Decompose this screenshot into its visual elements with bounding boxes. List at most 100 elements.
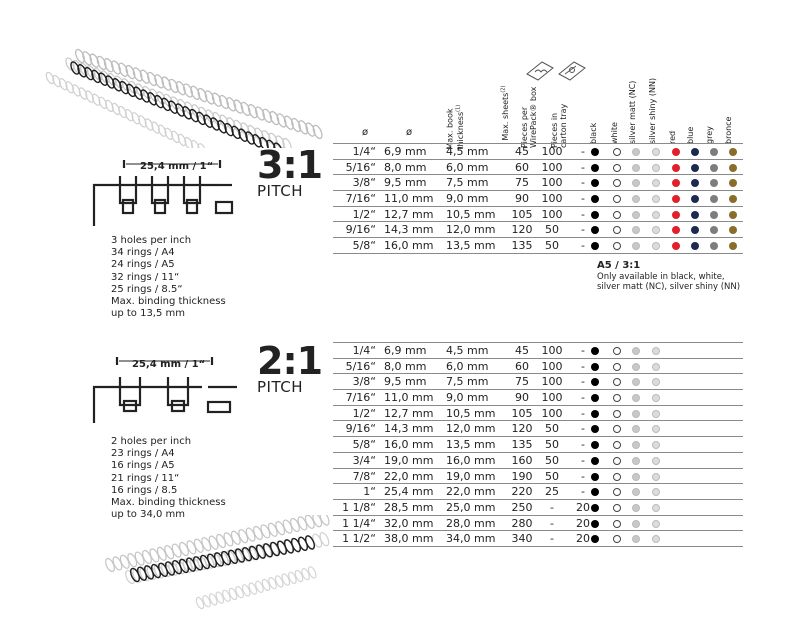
color-dot-grey [710, 242, 718, 251]
pieces-in-tray-cell: - [581, 176, 585, 190]
pieces-in-tray-cell: - [581, 344, 585, 357]
color-dot-silver-matt [632, 179, 640, 188]
color-dot-white [613, 472, 621, 481]
color-dot-red [672, 226, 680, 235]
color-dot-silver-matt [632, 226, 640, 235]
color-dot-bronce [729, 179, 737, 188]
color-dot-black [591, 535, 599, 544]
pitch-2-1-ratio: 2:1 [257, 339, 323, 383]
pieces-in-tray-cell: - [581, 375, 585, 389]
diameter-inch-cell: 9/16“ [345, 422, 376, 436]
max-sheets-cell: 280 [511, 516, 533, 530]
color-dot-silver-matt [632, 472, 640, 481]
max-book-thickness-cell: 4,5 mm [446, 344, 489, 357]
pieces-per-wirepack-cell: 100 [541, 375, 563, 389]
color-dot-silver-matt [632, 535, 640, 544]
color-dot-black [591, 472, 599, 481]
color-dot-red [672, 179, 680, 188]
diameter-mm-cell: 8,0 mm [384, 359, 427, 373]
pieces-per-wirepack-cell: 100 [541, 359, 563, 373]
color-dot-white [613, 179, 621, 188]
diameter-mm-cell: 38,0 mm [384, 532, 434, 546]
color-dot-silver-shiny [652, 394, 660, 403]
color-dot-black [591, 488, 599, 497]
color-dot-bronce [729, 148, 737, 156]
color-dot-white [613, 210, 621, 219]
pieces-in-tray-cell: - [581, 391, 585, 405]
pieces-per-wirepack-cell: - [550, 516, 554, 530]
color-dot-black [591, 210, 599, 219]
diameter-inch-cell: 1 1/2“ [342, 532, 376, 546]
color-dot-silver-matt [632, 488, 640, 497]
color-dot-silver-matt [632, 456, 640, 465]
color-dot-silver-matt [632, 210, 640, 219]
diameter-mm-cell: 11,0 mm [384, 192, 434, 206]
wire-binding-product-image-top [45, 48, 323, 148]
color-dot-bronce [729, 226, 737, 235]
color-dot-black [591, 148, 599, 156]
color-dot-red [672, 242, 680, 251]
pieces-per-wirepack-cell: 25 [545, 485, 559, 499]
color-dot-black [591, 519, 599, 528]
header-color-black: black [589, 122, 598, 144]
color-dot-silver-shiny [652, 148, 660, 156]
max-sheets-cell: 220 [511, 485, 533, 499]
max-book-thickness-cell: 10,5 mm [446, 207, 496, 221]
color-dot-bronce [729, 195, 737, 204]
diameter-mm-icon: ø [406, 127, 413, 138]
diameter-mm-cell: 12,7 mm [384, 207, 434, 221]
diameter-mm-cell: 16,0 mm [384, 239, 434, 253]
max-sheets-cell: 60 [515, 359, 529, 373]
diameter-inch-cell: 1/2“ [352, 406, 376, 420]
diameter-mm-cell: 11,0 mm [384, 391, 434, 405]
max-sheets-cell: 250 [511, 500, 533, 514]
diameter-inch-cell: 1 1/8“ [342, 500, 376, 514]
diameter-mm-cell: 19,0 mm [384, 453, 434, 467]
pieces-per-wirepack-cell: 100 [541, 406, 563, 420]
color-dot-white [613, 394, 621, 403]
max-book-thickness-cell: 9,0 mm [446, 192, 489, 206]
max-book-thickness-cell: 4,5 mm [446, 145, 489, 158]
pieces-per-wirepack-cell: 50 [545, 422, 559, 436]
color-dot-silver-shiny [652, 226, 660, 235]
color-dot-blue [691, 148, 699, 156]
max-book-thickness-cell: 16,0 mm [446, 453, 496, 467]
header-max-sheets: Max. sheets(2) [500, 85, 510, 141]
color-dot-black [591, 441, 599, 450]
wirepack-box-icon [526, 61, 554, 81]
diameter-inch-cell: 3/8“ [352, 176, 376, 190]
color-dot-silver-matt [632, 378, 640, 387]
pitch-3-1-dimension: 25,4 mm / 1“ [140, 161, 214, 172]
max-book-thickness-cell: 7,5 mm [446, 375, 489, 389]
pieces-in-tray-cell: - [581, 469, 585, 483]
color-dot-red [672, 195, 680, 204]
pitch-3-1-ratio: 3:1 [257, 143, 323, 187]
diameter-inch-cell: 7/8“ [352, 469, 376, 483]
header-color-white: white [610, 122, 619, 144]
max-sheets-cell: 120 [511, 223, 533, 237]
color-dot-silver-matt [632, 163, 640, 172]
color-dot-silver-shiny [652, 535, 660, 544]
color-dot-silver-shiny [652, 242, 660, 251]
diameter-mm-cell: 9,5 mm [384, 176, 427, 190]
header-pieces-in-tray: Pieces in carton tray [550, 103, 568, 148]
color-dot-grey [710, 179, 718, 188]
color-dot-red [672, 148, 680, 156]
color-dot-grey [710, 163, 718, 172]
diameter-inch-cell: 1/4“ [352, 344, 376, 357]
pieces-per-wirepack-cell: 50 [545, 469, 559, 483]
color-dot-white [613, 362, 621, 371]
max-sheets-cell: 90 [515, 192, 529, 206]
diameter-inch-cell: 1 1/4“ [342, 516, 376, 530]
max-sheets-cell: 105 [511, 207, 533, 221]
color-dot-white [613, 163, 621, 172]
max-sheets-cell: 105 [511, 406, 533, 420]
pieces-per-wirepack-cell: 50 [545, 438, 559, 452]
diameter-mm-cell: 14,3 mm [384, 422, 434, 436]
